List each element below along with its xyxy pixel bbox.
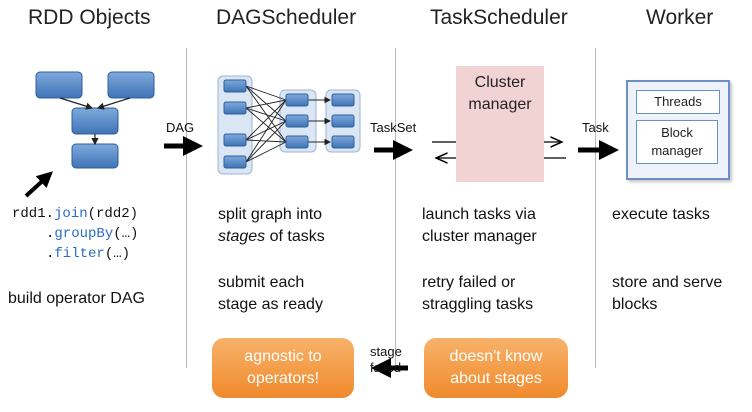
worker-box: Threads Block manager	[626, 80, 730, 180]
block-manager-line-1: Block	[661, 125, 693, 140]
column-title-worker: Worker	[646, 6, 714, 29]
rdd-node-3	[71, 107, 119, 135]
dag-label: DAG	[166, 120, 195, 135]
dag-desc-1: split graph into stages of tasks	[218, 204, 325, 248]
task-desc-1-line-1: launch tasks via	[422, 206, 536, 223]
code-line-1: rdd1.join(rdd2)	[12, 206, 139, 222]
task-desc-2-line-2: straggling tasks	[422, 296, 534, 313]
agnostic-badge: agnostic to operators!	[212, 338, 354, 398]
worker-desc-1: execute tasks	[612, 206, 710, 223]
dag-desc-1-line-1: split graph into	[218, 206, 323, 223]
cluster-manager-line-1: Cluster	[474, 74, 526, 91]
rdd-node-4	[71, 143, 119, 169]
task-desc-2-line-1: retry failed or	[422, 274, 516, 291]
code-line-2: .groupBy(…)	[46, 226, 139, 242]
task-label: Task	[582, 120, 609, 135]
agnostic-badge-line-1: agnostic to	[244, 348, 322, 365]
threads-box: Threads	[636, 90, 720, 114]
block-manager-line-2: manager	[651, 143, 703, 158]
worker-desc-2: store and serve blocks	[612, 272, 722, 316]
task-desc-1-line-2: cluster manager	[422, 228, 537, 245]
rdd-node-2	[107, 71, 155, 99]
doesnt-know-badge: doesn't know about stages	[424, 338, 568, 398]
code-line-3: .filter(…)	[46, 246, 131, 262]
stage-failed-label-line-2: failed	[370, 360, 402, 375]
stage-failed-label: stage failed	[370, 344, 402, 376]
doesnt-know-badge-line-2: about stages	[450, 370, 542, 387]
worker-desc-2-line-1: store and serve	[612, 274, 723, 291]
cluster-manager-line-2: manager	[468, 96, 532, 113]
column-title-task-scheduler: TaskScheduler	[430, 6, 568, 29]
task-desc-1: launch tasks via cluster manager	[422, 204, 537, 248]
agnostic-badge-line-2: operators!	[246, 370, 320, 387]
code-pointer-arrow	[24, 171, 53, 198]
divider-3	[595, 48, 596, 368]
dag-desc-2-line-1: submit each	[218, 274, 305, 291]
worker-desc-2-line-2: blocks	[612, 296, 658, 313]
stage-failed-label-line-1: stage	[370, 344, 402, 359]
column-title-dag-scheduler: DAGScheduler	[216, 6, 357, 29]
dag-desc-2: submit each stage as ready	[218, 272, 323, 316]
divider-1	[186, 48, 187, 368]
dag-desc-2-line-2: stage as ready	[218, 296, 323, 313]
taskset-label: TaskSet	[370, 120, 417, 135]
doesnt-know-badge-line-1: doesn't know	[449, 348, 543, 365]
stage-graph	[217, 75, 361, 175]
cluster-manager-box: Cluster manager	[456, 66, 544, 182]
stage-box-1	[217, 75, 253, 175]
dag-desc-1-line-2: stages of tasks	[218, 228, 325, 245]
block-manager-box: Block manager	[636, 120, 718, 164]
column-title-rdd-objects: RDD Objects	[28, 6, 151, 29]
rdd-graph	[24, 71, 155, 198]
rdd-description: build operator DAG	[8, 290, 145, 307]
divider-2	[395, 48, 396, 368]
rdd-node-1	[35, 71, 83, 99]
task-desc-2: retry failed or straggling tasks	[422, 272, 533, 316]
